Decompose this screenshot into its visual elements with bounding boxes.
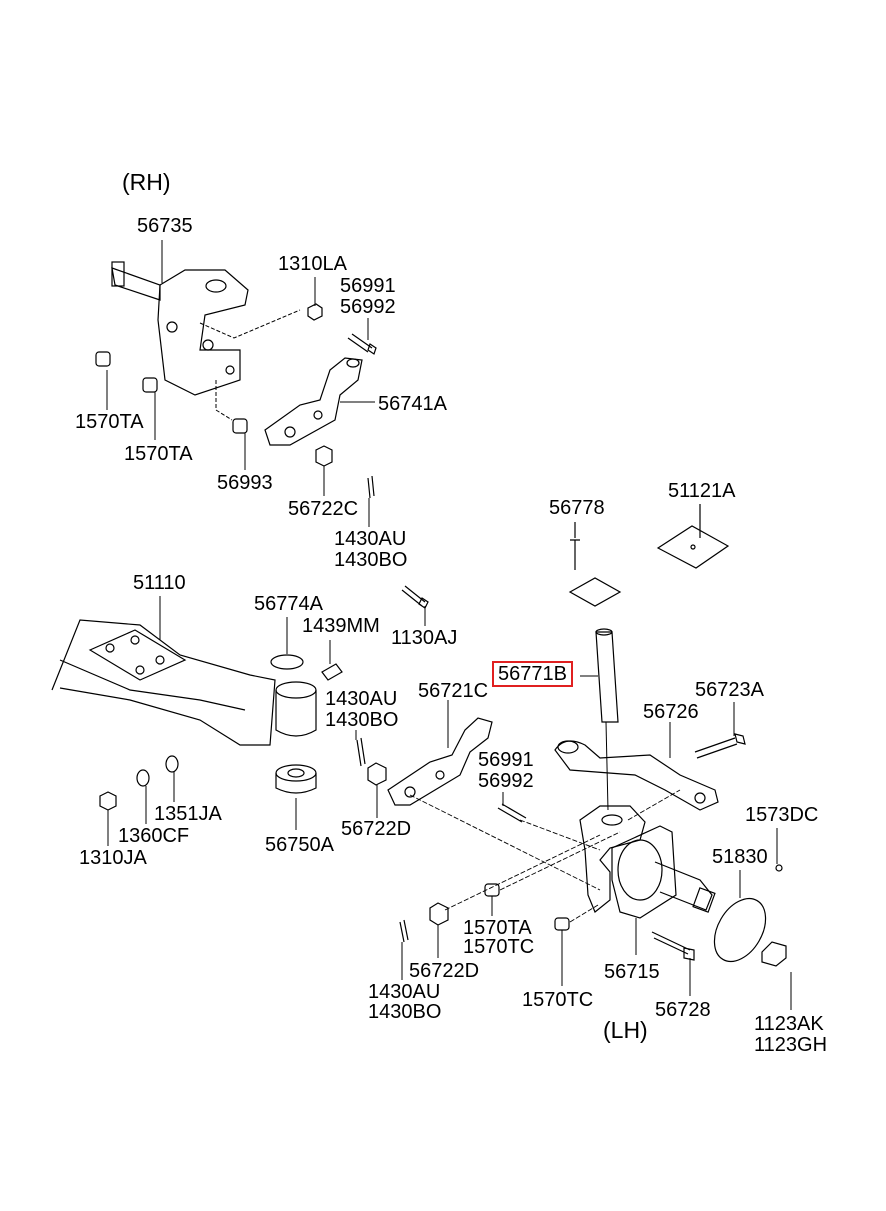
rh-grease-fitting-icon-2 (142, 377, 158, 393)
rh-bolt-icon (347, 333, 377, 355)
rh-castle-nut-icon (315, 445, 333, 467)
fitting-1570TC-lh-icon (554, 917, 570, 931)
cotter-pin-b-icon (356, 737, 366, 767)
part-label[interactable]: 1570TA (124, 443, 193, 465)
rh-steering-arm (264, 357, 363, 446)
fitting-1573DC-icon (775, 864, 783, 872)
part-label[interactable]: 1573DC (745, 804, 819, 826)
lockwasher-1360CF-icon (136, 769, 150, 787)
part-label[interactable]: 56750A (265, 834, 334, 856)
part-label[interactable]: 56993 (217, 472, 273, 494)
front-axle-beam (51, 596, 276, 746)
part-label[interactable]: 56735 (137, 215, 193, 237)
side-label-rh: (RH) (122, 169, 171, 195)
part-label[interactable]: 1570TC (522, 989, 594, 1011)
part-label[interactable]: 56992 (478, 770, 534, 792)
washer-1351JA-icon (165, 755, 179, 773)
nut-1123AK-icon (761, 941, 787, 967)
part-label[interactable]: 56728 (655, 999, 711, 1021)
part-label-highlighted[interactable]: 56771B (492, 661, 573, 687)
lh-steering-arm (387, 700, 493, 806)
part-label[interactable]: 51110 (133, 572, 186, 594)
bolt-56991-lh-icon (497, 803, 527, 823)
kingpin-boss (275, 681, 317, 737)
part-label[interactable]: 51830 (712, 846, 768, 868)
part-label[interactable]: 56721C (418, 680, 489, 702)
part-label[interactable]: 56774A (254, 593, 323, 615)
nut-56722D-b-icon (429, 902, 449, 926)
bolt-1130AJ-icon (401, 585, 429, 609)
part-label[interactable]: 1130AJ (391, 627, 458, 649)
seal-51830-icon (713, 897, 767, 963)
thrust-washer-icon (270, 654, 304, 670)
part-label[interactable]: 1430BO (334, 549, 408, 571)
pin-1439MM-icon (321, 663, 343, 681)
part-label[interactable]: 56741A (378, 393, 447, 415)
side-label-lh: (LH) (603, 1017, 648, 1043)
part-label[interactable]: 1430BO (325, 709, 399, 731)
bushing-56750A (275, 764, 317, 830)
lh-cap-plate (568, 522, 622, 607)
part-label[interactable]: 1430BO (368, 1001, 442, 1023)
part-label[interactable]: 1310JA (79, 847, 147, 869)
part-label[interactable]: 51121A (668, 480, 736, 502)
cotter-pin-c-icon (399, 919, 409, 943)
lh-shim-plate (656, 504, 730, 569)
part-label[interactable]: 1123AK (754, 1013, 824, 1035)
bolt-56728-icon (651, 931, 695, 961)
part-label[interactable]: 1570TC (463, 936, 535, 958)
part-label[interactable]: 1430AU (325, 688, 398, 710)
part-label[interactable]: 56778 (549, 497, 605, 519)
kingpin (580, 628, 619, 723)
part-label[interactable]: 56726 (643, 701, 699, 723)
rh-nut-icon (307, 303, 323, 321)
lh-steering-knuckle (579, 721, 716, 955)
part-label[interactable]: 1430AU (334, 528, 407, 550)
bolt-56723A-icon (694, 733, 746, 759)
castle-nut-56722D-icon (367, 762, 387, 786)
rh-plug-icon (232, 418, 248, 434)
rh-grease-fitting-icon (95, 351, 111, 367)
part-label[interactable]: 56723A (695, 679, 764, 701)
nut-1310JA-icon (99, 791, 117, 811)
part-label[interactable]: 56722D (409, 960, 480, 982)
part-label[interactable]: 56715 (604, 961, 660, 983)
assembly-lines (409, 789, 681, 923)
rh-leader-lines (106, 240, 375, 527)
part-label[interactable]: 1360CF (118, 825, 190, 847)
part-label[interactable]: 1430AU (368, 981, 441, 1003)
part-label[interactable]: 56722C (288, 498, 359, 520)
part-label[interactable]: 56992 (340, 296, 396, 318)
part-label[interactable]: 56991 (340, 275, 396, 297)
part-label[interactable]: 1570TA (75, 411, 144, 433)
part-label[interactable]: 1439MM (302, 615, 380, 637)
part-label[interactable]: 1351JA (154, 803, 222, 825)
part-label[interactable]: 56722D (341, 818, 412, 840)
part-label[interactable]: 1310LA (278, 253, 347, 275)
lh-tie-rod-arm (554, 722, 719, 811)
rh-steering-knuckle (111, 261, 249, 396)
part-label[interactable]: 1123GH (754, 1034, 828, 1056)
part-label[interactable]: 56991 (478, 749, 534, 771)
part-label[interactable]: 1570TA (463, 917, 532, 939)
rh-cotter-pin-icon (367, 475, 375, 499)
